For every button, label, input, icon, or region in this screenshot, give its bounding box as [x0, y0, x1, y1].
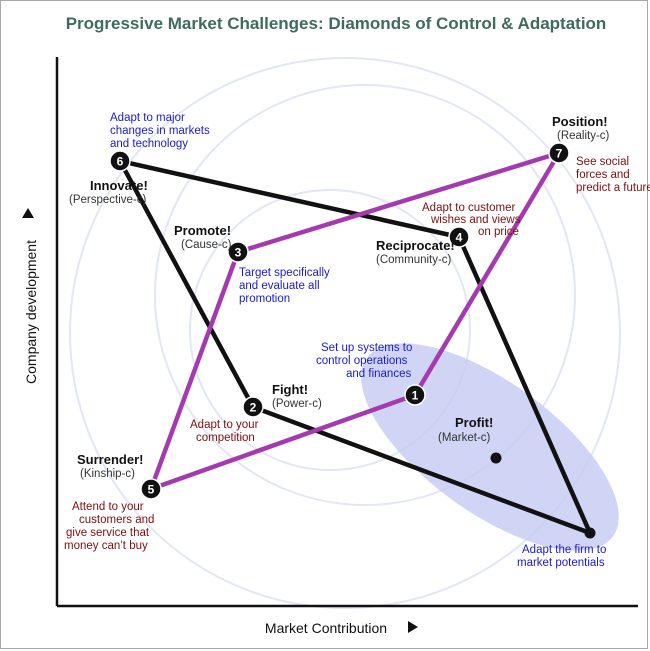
profit-dot [490, 452, 502, 464]
node-5: 5 [140, 478, 162, 500]
node-3-number: 3 [235, 246, 242, 260]
node-1-number: 1 [412, 389, 419, 403]
inner-circle [189, 189, 471, 471]
node-5-note: Attend to your customers and give servic… [64, 501, 158, 552]
node-6-sub: (Perspective-c) [69, 194, 146, 206]
node-7-number: 7 [556, 147, 563, 161]
y-axis-arrow-icon [22, 208, 34, 218]
node-3: 3 [227, 241, 249, 263]
background-circles [69, 57, 621, 609]
node-2-number: 2 [250, 401, 257, 415]
node-3-title: Promote! [174, 223, 231, 238]
node-6-title: Innovate! [90, 178, 148, 193]
y-axis-label: Company development [23, 240, 39, 384]
node-2: 2 [242, 396, 264, 418]
corner-dot [584, 527, 596, 539]
node-5-sub: (Kinship-c) [80, 468, 135, 480]
corner-note: Adapt the firm to market potentials [517, 544, 610, 569]
diagram-title: Progressive Market Challenges: Diamonds … [66, 14, 607, 33]
node-1: 1 [404, 384, 426, 406]
axes: Market Contribution Company development [22, 57, 638, 636]
node-5-number: 5 [148, 483, 155, 497]
node-4: 4 [448, 226, 470, 248]
node-7: 7 [548, 142, 570, 164]
node-4-number: 4 [456, 231, 463, 245]
node-2-note: Adapt to your competition [190, 419, 262, 444]
middle-circle [154, 84, 576, 506]
node-4-title: Reciprocate! [376, 238, 455, 253]
node-4-sub: (Community-c) [376, 254, 452, 266]
node-5-title: Surrender! [77, 452, 143, 467]
node-3-sub: (Cause-c) [181, 239, 232, 251]
node-7-note: See social forces and predict a future [576, 156, 650, 194]
node-7-title: Position! [552, 114, 608, 129]
profit-title: Profit! [455, 415, 493, 430]
profit-sub: (Market-c) [438, 432, 491, 444]
node-4-note: Adapt to customer wishes and views on pr… [422, 202, 524, 238]
node-2-sub: (Power-c) [272, 398, 322, 410]
node-6-number: 6 [117, 155, 124, 169]
x-axis-label: Market Contribution [265, 620, 387, 636]
node-6: 6 [109, 150, 131, 172]
x-axis-arrow-icon [408, 621, 418, 633]
node-3-note: Target specifically and evaluate all pro… [239, 267, 333, 305]
node-7-sub: (Reality-c) [557, 130, 610, 142]
outer-circle [69, 57, 621, 609]
profit-note: Set up systems to control operations and… [316, 342, 416, 380]
node-2-title: Fight! [272, 382, 308, 397]
node-6-note: Adapt to major changes in markets and te… [110, 112, 213, 150]
